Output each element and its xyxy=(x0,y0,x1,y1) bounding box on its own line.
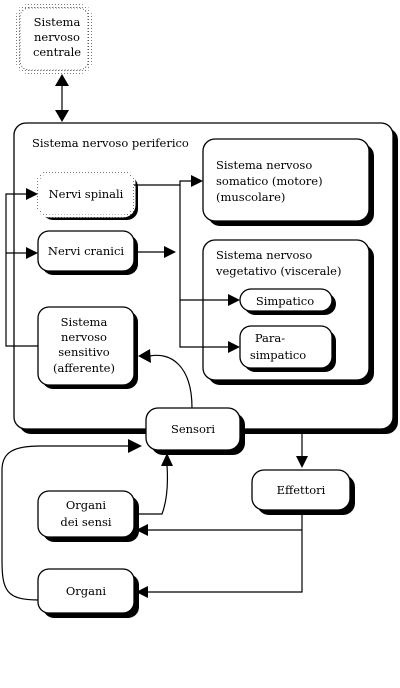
sensory-label-line4: (afferente) xyxy=(53,361,115,375)
organs-node: Organi xyxy=(37,568,139,618)
parasympathetic-label-line2: simpatico xyxy=(250,348,306,362)
cranial-nerves-node: Nervi cranici xyxy=(37,230,138,275)
parasympathetic-node: Para- simpatico xyxy=(239,325,336,372)
cns-node: Sistema nervoso centrale xyxy=(16,4,92,74)
organs-label: Organi xyxy=(66,584,107,598)
sensory-label-line2: nervoso xyxy=(61,330,107,344)
sensory-system-node: Sistema nervoso sensitivo (afferente) xyxy=(37,306,138,389)
effectors-node: Effettori xyxy=(251,469,355,515)
spinal-nerves-label: Nervi spinali xyxy=(49,187,124,201)
sensory-label-line1: Sistema xyxy=(61,315,108,329)
pns-title: Sistema nervoso periferico xyxy=(32,136,189,150)
sensory-label-line3: sensitivo xyxy=(58,345,109,359)
sensors-node: Sensori xyxy=(145,407,245,455)
somatic-label-line2: somatico (motore) xyxy=(216,174,323,188)
sympathetic-node: Simpatico xyxy=(239,288,336,315)
cns-label-line3: centrale xyxy=(33,45,81,59)
somatic-system-node: Sistema nervoso somatico (motore) (musco… xyxy=(202,138,374,226)
effectors-label: Effettori xyxy=(277,483,326,497)
sensors-label: Sensori xyxy=(171,422,215,436)
sense-organs-label-line2: dei sensi xyxy=(60,515,112,529)
somatic-label-line1: Sistema nervoso xyxy=(216,158,312,172)
sympathetic-label: Simpatico xyxy=(256,294,314,308)
cns-label-line1: Sistema xyxy=(34,15,81,29)
sense-organs-node: Organi dei sensi xyxy=(37,490,139,542)
spinal-nerves-node: Nervi spinali xyxy=(36,170,138,220)
parasympathetic-label-line1: Para- xyxy=(255,331,285,345)
cns-pns-link xyxy=(55,74,69,122)
cns-label-line2: nervoso xyxy=(34,30,80,44)
vegetative-label-line1: Sistema nervoso xyxy=(216,248,312,262)
sense-organs-label-line1: Organi xyxy=(66,498,107,512)
cranial-nerves-label: Nervi cranici xyxy=(48,244,125,258)
vegetative-label-line2: vegetativo (viscerale) xyxy=(215,264,341,278)
connectors xyxy=(1,175,308,601)
somatic-label-line3: (muscolare) xyxy=(216,190,285,204)
